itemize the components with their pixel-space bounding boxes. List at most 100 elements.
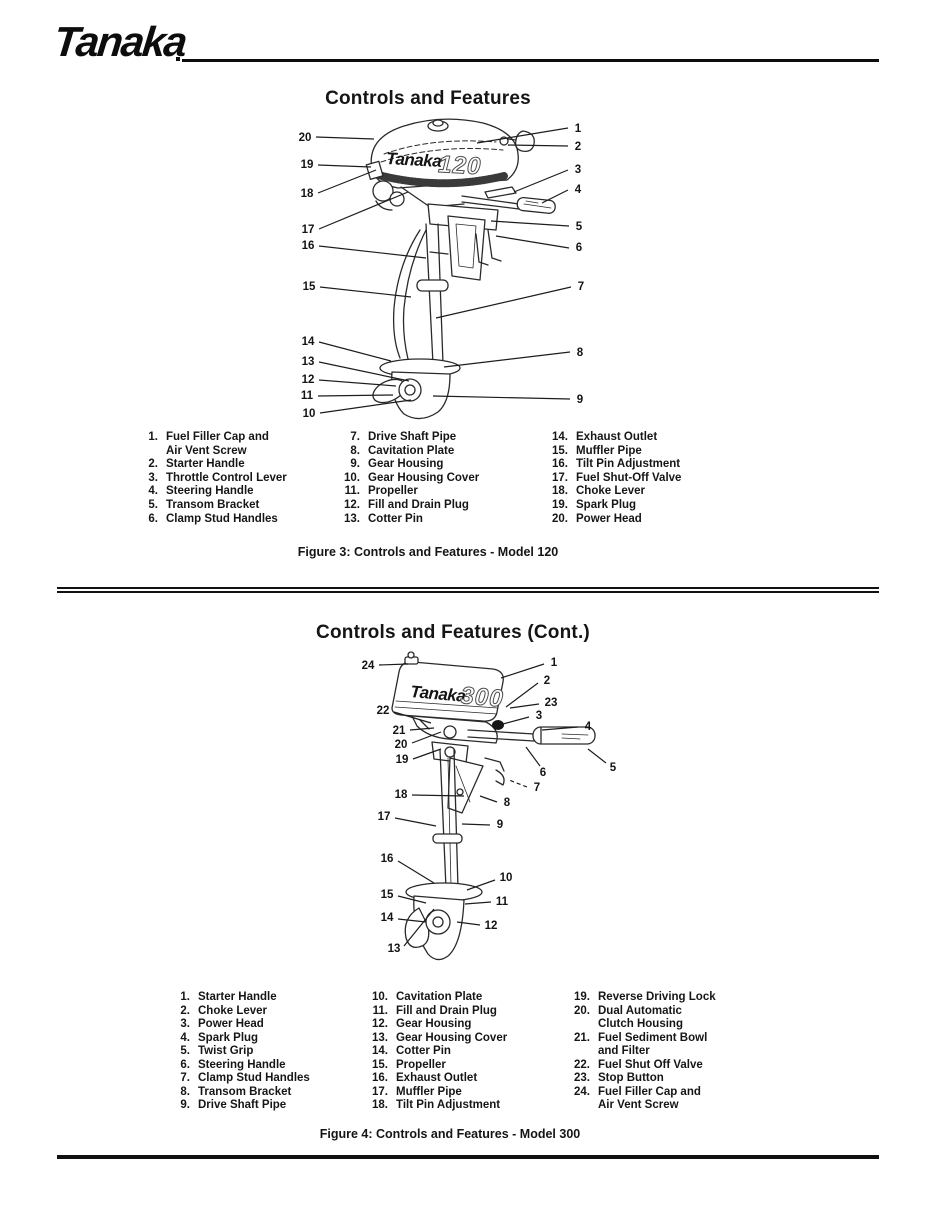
part-label: Fuel Shut Off Valve <box>598 1058 703 1071</box>
callout-leader-line <box>505 682 539 708</box>
cowl-brand-text: Tanaka <box>410 682 466 706</box>
part-item: 12.Gear Housing <box>358 1018 507 1032</box>
part-number: 22. <box>574 1058 590 1071</box>
part-item: 2.Choke Lever <box>170 1005 310 1019</box>
part-item: 3.Power Head <box>170 1018 310 1032</box>
part-item: 20.Power Head <box>538 513 681 527</box>
part-number: 8. <box>180 1085 190 1098</box>
callout-leader-line <box>443 351 571 368</box>
callout-number: 10 <box>500 872 513 884</box>
callout-leader-line <box>513 169 569 193</box>
part-number: 10. <box>344 471 360 484</box>
part-number: 5. <box>180 1045 190 1057</box>
callout-leader-line <box>541 189 569 204</box>
part-label: Muffler Pipe <box>576 444 642 457</box>
callout-leader-line <box>393 711 432 724</box>
part-number: 4. <box>180 1031 190 1044</box>
callout-number: 8 <box>504 797 511 809</box>
callout-leader-line <box>411 731 442 744</box>
part-label: Drive Shaft Pipe <box>368 431 457 443</box>
part-number: 14. <box>552 431 568 443</box>
callout-leader-line <box>435 286 572 319</box>
part-label: Gear Housing <box>396 1018 472 1030</box>
part-item: 15.Muffler Pipe <box>538 445 681 459</box>
logo-underline-rule <box>182 59 879 62</box>
part-item: 5.Transom Bracket <box>136 499 287 513</box>
callout-number: 9 <box>497 819 503 831</box>
part-item: 8.Transom Bracket <box>170 1086 310 1100</box>
callout-leader-line <box>479 795 498 803</box>
callout-leader-line <box>394 817 437 827</box>
callout-number: 17 <box>302 224 315 236</box>
part-label: Gear Housing <box>368 458 444 471</box>
callout-number: 13 <box>302 356 315 368</box>
callout-number: 8 <box>577 347 584 359</box>
callout-leader-line <box>525 746 541 767</box>
part-number: 5. <box>148 498 158 511</box>
callout-number: 7 <box>534 782 540 794</box>
tanaka-logo: Tanaka <box>51 18 188 65</box>
part-number: 8. <box>350 444 360 457</box>
part-label: Steering Handle <box>166 485 254 498</box>
callout-leader-line <box>318 191 409 230</box>
part-item: 15.Propeller <box>358 1059 507 1073</box>
part-item: 11.Propeller <box>330 485 479 499</box>
callout-leader-line <box>508 779 528 788</box>
figure-3-caption: Figure 3: Controls and Features - Model … <box>297 545 559 559</box>
model-300-diagram: Tanaka 300 12233456789101112131415161718… <box>362 651 617 961</box>
callout-number: 11 <box>496 896 509 908</box>
callout-number: 20 <box>395 739 408 751</box>
part-number: 1. <box>180 991 190 1003</box>
callout-leader-line <box>397 895 427 904</box>
part-item: 17.Fuel Shut-Off Valve <box>538 472 681 486</box>
part-number: 23. <box>574 1072 590 1084</box>
part-label: Gear Housing Cover <box>368 471 480 484</box>
callout-number: 23 <box>545 697 558 709</box>
cowl-model-text: 300 <box>459 682 504 713</box>
part-label: Power Head <box>198 1018 264 1030</box>
part-label: Stop Button <box>598 1072 664 1084</box>
callout-number: 12 <box>485 920 498 932</box>
part-label: Fill and Drain Plug <box>396 1004 497 1017</box>
callout-number: 9 <box>577 394 583 406</box>
callout-leader-line <box>541 726 579 731</box>
figure-4-caption: Figure 4: Controls and Features - Model … <box>319 1127 581 1141</box>
part-number: 21. <box>574 1031 590 1044</box>
part-label: Cavitation Plate <box>368 444 455 457</box>
part-label: Cotter Pin <box>368 512 423 525</box>
logo-trademark-dot <box>176 57 180 61</box>
callout-number: 16 <box>381 853 394 865</box>
part-label: Tilt Pin Adjustment <box>576 458 681 471</box>
part-label: Tilt Pin Adjustment <box>396 1099 501 1111</box>
part-label: Fuel Filler Cap and Air Vent Screw <box>598 1085 701 1112</box>
callout-leader-line <box>318 341 392 362</box>
part-item: 13.Cotter Pin <box>330 513 479 527</box>
part-number: 7. <box>350 431 360 443</box>
part-number: 18. <box>372 1099 388 1111</box>
callout-leader-line <box>507 144 569 147</box>
callout-number: 6 <box>540 767 546 779</box>
part-number: 20. <box>552 512 568 525</box>
callout-number: 5 <box>576 221 583 233</box>
part-item: 17.Muffler Pipe <box>358 1086 507 1100</box>
part-label: Starter Handle <box>198 991 277 1003</box>
callout-number: 10 <box>303 408 316 420</box>
callout-leader-line <box>317 169 377 194</box>
callout-leader-line <box>319 286 412 298</box>
part-label: Spark Plug <box>576 498 637 511</box>
part-item: 14.Exhaust Outlet <box>538 431 681 445</box>
part-label: Choke Lever <box>576 485 646 498</box>
part-number: 14. <box>372 1045 388 1057</box>
part-number: 11. <box>344 485 360 498</box>
callout-number: 1 <box>551 657 558 669</box>
part-number: 16. <box>372 1072 388 1084</box>
callout-leader-line <box>432 395 571 400</box>
callout-leader-line <box>315 136 375 140</box>
model-120-diagram: Tanaka 120 12345678910111213141516171819… <box>299 118 584 420</box>
callout-leader-line <box>495 235 570 249</box>
part-item: 5.Twist Grip <box>170 1045 310 1059</box>
